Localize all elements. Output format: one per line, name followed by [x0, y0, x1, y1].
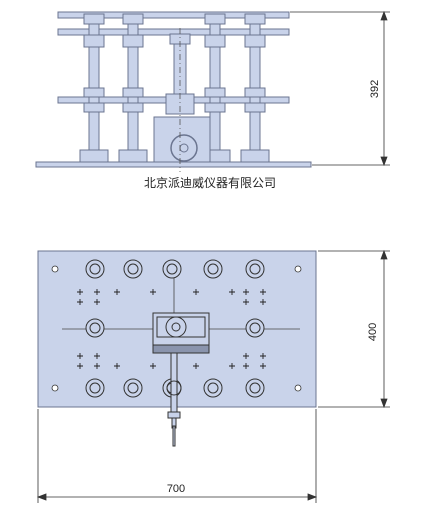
side-view: 392: [35, 10, 390, 172]
dimension-700: [36, 409, 318, 503]
top-view: 400 700: [36, 249, 390, 503]
dimension-392-label: 392: [369, 80, 381, 98]
dimension-400-label: 400: [367, 323, 379, 341]
dimension-392: [290, 10, 390, 167]
bolt-bosses: [85, 259, 265, 398]
cross-marks: [77, 289, 266, 369]
dimension-700-label: 700: [167, 483, 185, 495]
column-nuts: [79, 13, 270, 163]
base-plate: [35, 161, 312, 168]
corner-holes: [51, 265, 302, 392]
central-block: [152, 312, 210, 354]
top-plate-upper: [57, 11, 290, 19]
company-name: 北京派迪威仪器有限公司: [144, 176, 276, 190]
handwheel-side: [170, 134, 198, 162]
handle-shaft: [166, 352, 182, 447]
dimension-400: [318, 249, 390, 409]
